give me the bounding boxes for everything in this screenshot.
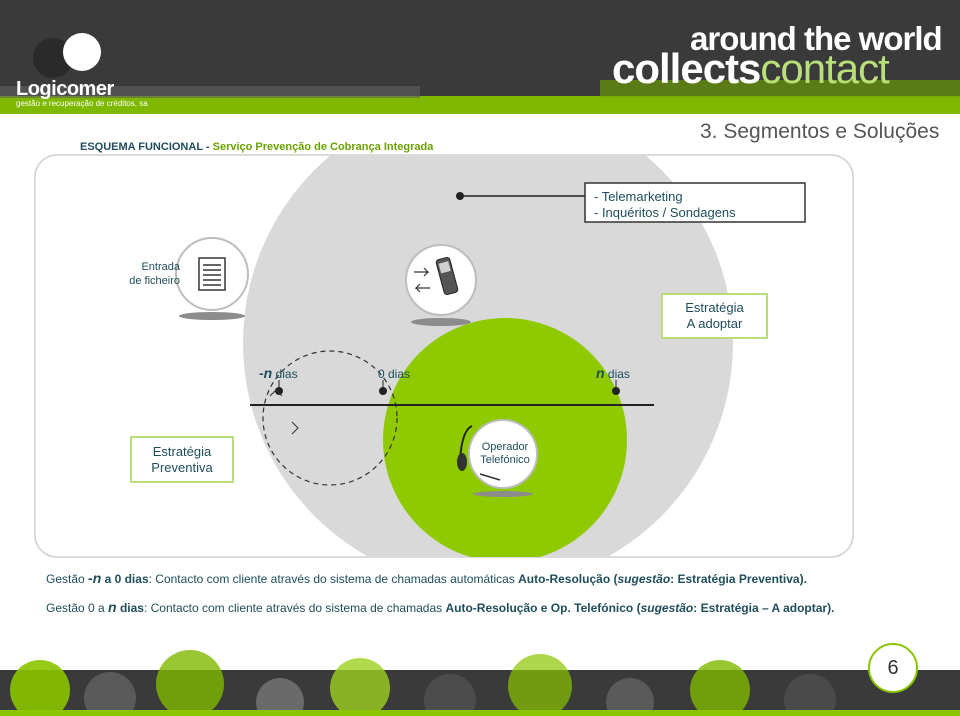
slogan-line-1: around the world	[690, 20, 943, 57]
n-unit: dias	[604, 367, 630, 381]
note-line-2: Gestão 0 a n dias: Contacto com cliente …	[46, 599, 834, 615]
operador-line-2: Telefónico	[480, 454, 530, 466]
page-title: 3. Segmentos e Soluções	[700, 120, 940, 143]
page-number-badge: 6	[868, 643, 918, 693]
note2-b: n	[108, 599, 117, 615]
note2-f: sugestão	[640, 601, 694, 615]
title-service: Serviço Prevenção de Cobrança Integrada	[212, 141, 434, 153]
arrow-icon	[269, 389, 283, 397]
minus-n-marker	[275, 387, 283, 395]
zero-marker	[379, 387, 387, 395]
note2-g: : Estratégia –	[693, 601, 772, 615]
slogan-contact: contact	[760, 45, 889, 92]
note2-a: Gestão 0 a	[46, 601, 109, 615]
footer-decoration	[0, 650, 960, 716]
note1-a: Gestão	[46, 572, 89, 586]
logo-circles-icon	[33, 33, 101, 78]
timeline-minus-n-label: -n dias	[259, 365, 298, 381]
note1-f: sugestão	[617, 572, 671, 586]
adoptar-line-2: A adoptar	[686, 316, 743, 331]
note2-d: : Contacto com cliente através do sistem…	[143, 601, 446, 615]
telemarketing-line-1: - Telemarketing	[594, 189, 683, 204]
note1-d: : Contacto com cliente através do sistem…	[148, 572, 519, 586]
note2-h: A adoptar	[771, 601, 828, 615]
note1-h: Preventiva	[738, 572, 800, 586]
entrada-label: Entrada de ficheiro	[118, 260, 180, 288]
dashed-zone-circle	[262, 350, 398, 486]
note1-i: ).	[799, 572, 807, 586]
headset-icon	[457, 419, 538, 497]
timeline-zero-label: 0 dias	[378, 367, 411, 381]
minus-n-var: -n	[259, 365, 273, 381]
logo-tagline: gestão e recuperação de créditos, sa	[16, 99, 148, 108]
adoptar-label: Estratégia A adoptar	[662, 300, 767, 332]
operador-label: Operador Telefónico	[475, 441, 535, 467]
preventiva-box	[130, 436, 234, 483]
n-marker	[612, 387, 620, 395]
preventiva-line-1: Estratégia	[152, 444, 212, 459]
note1-b: -n	[88, 570, 102, 586]
arrow-icon	[291, 421, 299, 435]
transfer-arrows-icon	[414, 267, 430, 293]
note-line-1: Gestão -n a 0 dias: Contacto com cliente…	[46, 570, 807, 586]
title-prefix: ESQUEMA FUNCIONAL -	[80, 141, 213, 153]
header-banner: Logicomer gestão e recuperação de crédit…	[0, 0, 960, 114]
preventiva-line-2: Preventiva	[151, 460, 213, 475]
note2-e: Auto-Resolução e Op. Telefónico (	[445, 601, 641, 615]
operador-line-1: Operador	[481, 441, 529, 453]
document-icon	[175, 237, 249, 320]
preventiva-label: Estratégia Preventiva	[131, 444, 233, 476]
logo-text: Logicomer	[16, 78, 114, 101]
n-var: n	[596, 365, 605, 381]
telemarketing-text: - Telemarketing - Inquéritos / Sondagens	[594, 189, 736, 221]
note1-c: a 0 dias	[101, 572, 149, 586]
logo-name: Logicomer	[16, 78, 114, 100]
page-number: 6	[887, 656, 899, 679]
telemarketing-box	[584, 182, 806, 223]
connector-dot	[456, 192, 464, 200]
slogan-collects: collects	[612, 45, 761, 92]
title-bar-left: ESQUEMA FUNCIONAL - Serviço Prevenção de…	[80, 141, 433, 153]
timeline-n-label: n dias	[596, 365, 630, 381]
note2-i: ).	[827, 601, 835, 615]
entrada-line-2: de ficheiro	[129, 275, 180, 287]
mobile-phone-icon	[405, 244, 477, 326]
adoptar-line-1: Estratégia	[685, 300, 744, 315]
minus-n-unit: dias	[272, 367, 298, 381]
entrada-line-1: Entrada	[141, 261, 180, 273]
note2-c: dias	[116, 601, 144, 615]
telemarketing-line-2: - Inquéritos / Sondagens	[594, 205, 736, 220]
note1-e: Auto-Resolução (	[518, 572, 618, 586]
adoptar-box	[661, 293, 768, 339]
slogan-line-2: collectscontact	[612, 45, 890, 92]
note1-g: : Estratégia	[670, 572, 739, 586]
header-background	[0, 0, 960, 114]
